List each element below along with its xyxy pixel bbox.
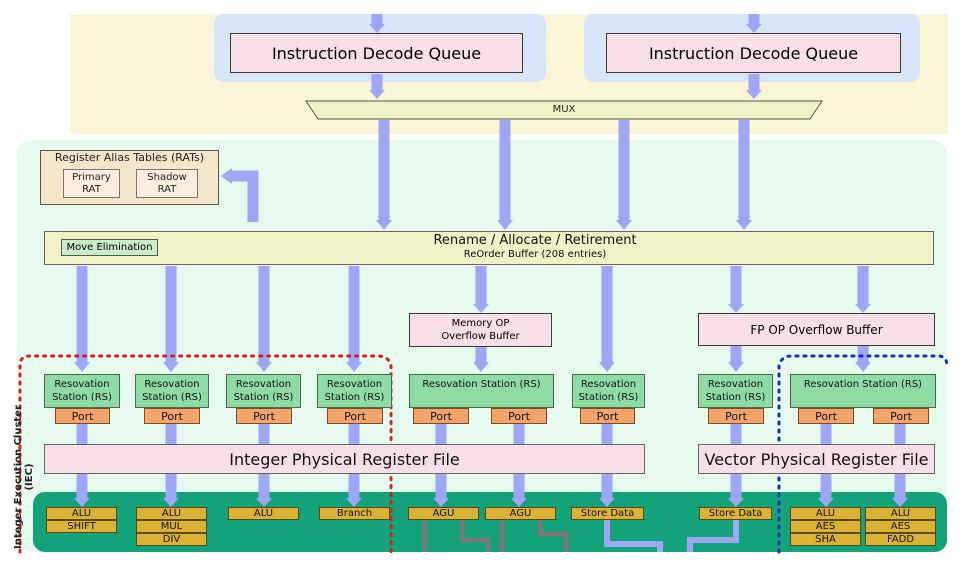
port-8: Port: [708, 408, 764, 424]
move-elimination: Move Elimination: [61, 239, 158, 256]
unit-aes-2: AES: [865, 520, 936, 533]
unit-div: DIV: [136, 533, 207, 546]
unit-mul: MUL: [136, 520, 207, 533]
rename-allocate-retirement: [44, 231, 934, 265]
shadow-rat: Shadow RAT: [136, 169, 198, 198]
port-3: Port: [236, 408, 292, 424]
port-10: Port: [873, 408, 929, 424]
fp-op-overflow-buffer: FP OP Overflow Buffer: [698, 313, 935, 346]
primary-rat: Primary RAT: [63, 169, 120, 198]
unit-alu-2: ALU: [136, 507, 207, 520]
rs-vector-store: Resovation Station (RS): [698, 374, 773, 408]
unit-branch: Branch: [319, 507, 390, 520]
reorder-buffer-label: ReOrder Buffer (208 entries): [463, 249, 607, 260]
port-5: Port: [413, 408, 469, 424]
port-1: Port: [55, 408, 110, 424]
unit-alu-1: ALU: [46, 507, 117, 520]
rs-vector: Resovation Station (RS): [790, 374, 936, 408]
integer-register-file: Integer Physical Register File: [44, 444, 645, 474]
mux-label: MUX: [552, 104, 576, 115]
port-4: Port: [327, 408, 383, 424]
memory-op-overflow-buffer: Memory OP Overflow Buffer: [409, 313, 552, 347]
unit-store-data-2: Store Data: [699, 507, 772, 520]
unit-shift: SHIFT: [46, 520, 117, 533]
rs-1: Resovation Station (RS): [44, 374, 120, 408]
mux-shape: [305, 100, 823, 120]
unit-alu-3: ALU: [228, 507, 299, 520]
vector-cluster-border: [777, 354, 949, 554]
unit-alu-4: ALU: [790, 507, 861, 520]
vector-register-file: Vector Physical Register File: [698, 444, 935, 474]
unit-agu-1: AGU: [408, 507, 479, 520]
port-2: Port: [144, 408, 200, 424]
port-7: Port: [580, 408, 635, 424]
rs-3: Resovation Station (RS): [226, 374, 301, 408]
rs-memory: Resovation Station (RS): [409, 374, 554, 408]
rs-4: Resovation Station (RS): [317, 374, 392, 408]
unit-alu-5: ALU: [865, 507, 936, 520]
unit-aes-1: AES: [790, 520, 861, 533]
iec-label: Integer Execution Cluster (IEC): [13, 405, 35, 549]
rs-store: Resovation Station (RS): [572, 374, 645, 408]
rs-2: Resovation Station (RS): [135, 374, 209, 408]
rat-title: Register Alias Tables (RATs): [54, 151, 205, 164]
rename-title: Rename / Allocate / Retirement: [433, 233, 637, 248]
unit-sha: SHA: [790, 533, 861, 546]
decode-queue-right: Instruction Decode Queue: [606, 33, 901, 73]
unit-fadd: FADD: [865, 533, 936, 546]
iec-border: [18, 354, 393, 554]
port-6: Port: [491, 408, 547, 424]
decode-queue-left: Instruction Decode Queue: [230, 33, 523, 73]
unit-agu-2: AGU: [485, 507, 556, 520]
port-9: Port: [798, 408, 854, 424]
unit-store-data-1: Store Data: [571, 507, 644, 520]
